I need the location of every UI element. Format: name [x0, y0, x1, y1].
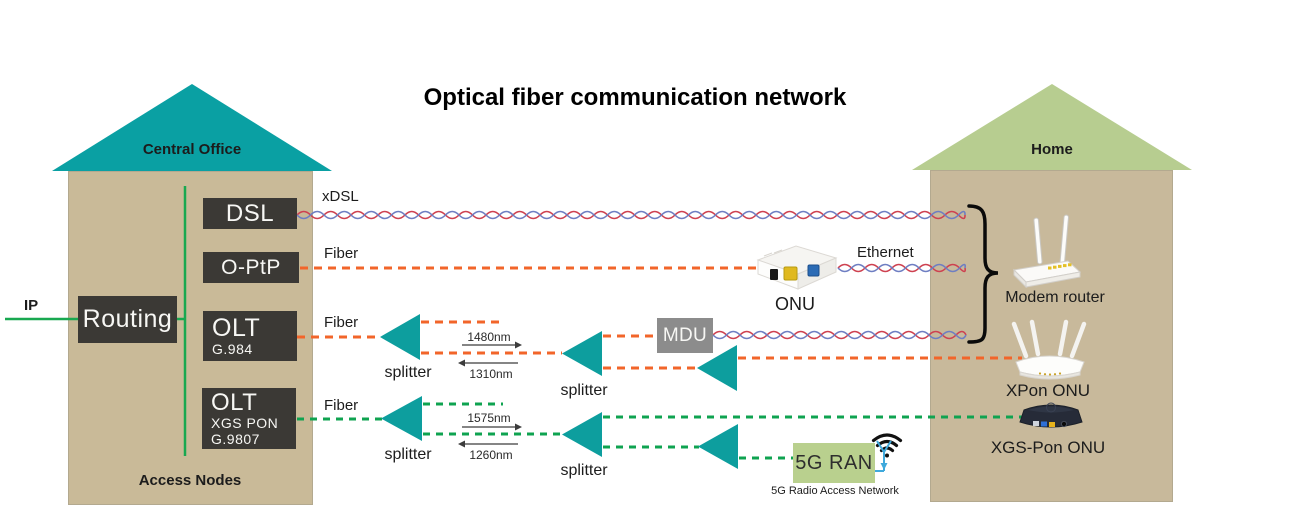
optp-node-box: O-PtP	[203, 252, 299, 283]
wavelength-1575: 1575nm	[467, 411, 511, 425]
xgs-pon-onu-image	[1019, 402, 1083, 428]
splitter-label-2: splitter	[560, 382, 608, 399]
fiber-label-xgs: Fiber	[324, 397, 359, 414]
splitter-icon	[562, 412, 602, 457]
wavelength-1310: 1310nm	[469, 367, 513, 381]
splitter-icon	[698, 424, 738, 469]
splitter-label-4: splitter	[560, 462, 608, 479]
splitter-icon	[562, 331, 602, 376]
home-label: Home	[1031, 141, 1073, 158]
modem-router-image	[1012, 214, 1082, 289]
fiber-label-gpon: Fiber	[324, 314, 359, 331]
splitter-icon	[697, 345, 737, 391]
ran-label: 5G RAN	[795, 451, 873, 474]
olt-xgs-line1: OLT	[211, 388, 258, 416]
splitter-icon	[380, 314, 420, 360]
twisted-pair-mdu	[712, 330, 967, 340]
home-building	[930, 170, 1173, 502]
grouping-brace	[967, 204, 999, 344]
xpon-onu-label: XPon ONU	[1005, 381, 1091, 400]
olt-gpon-line2: G.984	[212, 340, 253, 357]
onu-label: ONU	[775, 294, 815, 314]
ip-label: IP	[24, 297, 39, 314]
dsl-node-box: DSL	[203, 198, 297, 229]
olt-gpon-node-box: OLT G.984	[203, 311, 297, 361]
twisted-pair-xdsl	[296, 210, 966, 220]
modem-router-label: Modem router	[1005, 289, 1105, 306]
page-title: Optical fiber communication network	[423, 84, 847, 111]
xgs-pon-onu-label: XGS-Pon ONU	[990, 438, 1106, 457]
fiber-label-optp: Fiber	[324, 245, 359, 262]
twisted-pair-ethernet	[837, 263, 966, 273]
routing-node-box: Routing	[78, 296, 177, 343]
routing-label: Routing	[82, 305, 173, 333]
ran-box: 5G RAN	[793, 443, 875, 483]
optp-label: O-PtP	[221, 255, 281, 279]
olt-xgs-node-box: OLT XGS PON G.9807	[202, 388, 296, 449]
olt-gpon-line1: OLT	[212, 313, 261, 342]
splitter-icons	[380, 314, 738, 469]
olt-xgs-line2: XGS PON	[211, 414, 279, 431]
fiber-link-lines-xgs	[297, 402, 1030, 460]
olt-xgs-line3: G.9807	[211, 430, 260, 447]
mdu-label: MDU	[662, 324, 708, 346]
dsl-label: DSL	[225, 199, 275, 227]
splitter-label-1: splitter	[384, 364, 432, 381]
splitter-icon	[381, 396, 422, 441]
access-nodes-label: Access Nodes	[138, 472, 242, 489]
xpon-onu-image	[1011, 319, 1087, 380]
wavelength-1260: 1260nm	[469, 448, 513, 462]
ethernet-label: Ethernet	[857, 244, 914, 261]
central-office-label: Central Office	[142, 141, 242, 158]
splitter-label-3: splitter	[384, 446, 432, 463]
wavelength-arrows	[458, 341, 522, 448]
ran-caption: 5G Radio Access Network	[771, 485, 899, 497]
xdsl-label: xDSL	[322, 188, 359, 205]
onu-device-image	[756, 245, 838, 290]
fiber-link-lines-gpon	[297, 266, 1022, 370]
mdu-box: MDU	[657, 318, 713, 353]
wavelength-1480: 1480nm	[467, 330, 511, 344]
